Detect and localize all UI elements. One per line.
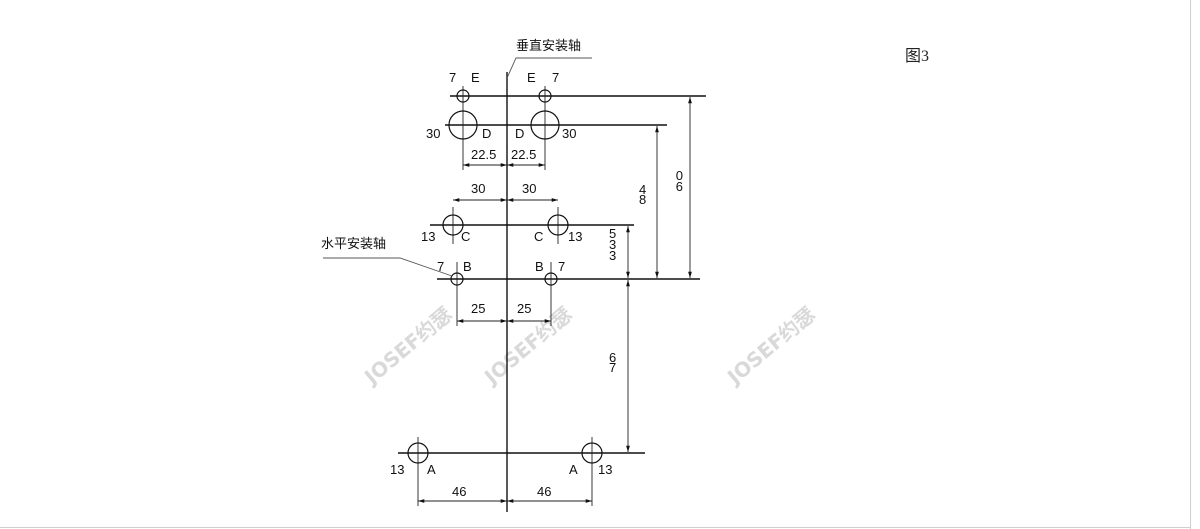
dim-C-to-B-digit-3: 3 bbox=[609, 248, 616, 263]
hole-C-right bbox=[547, 214, 569, 236]
hole-A-right bbox=[581, 442, 603, 464]
dim-A-left: 46 bbox=[452, 484, 466, 499]
dim-E-to-B-digit-2: 0 bbox=[676, 168, 683, 183]
vertical-axis-leader bbox=[506, 57, 592, 79]
hole-B-right-letter: B bbox=[535, 259, 544, 274]
vertical-dimension-lines bbox=[626, 97, 692, 452]
dim-D-right: 22.5 bbox=[511, 147, 536, 162]
watermark-1: JOSEF约瑟 bbox=[358, 302, 456, 390]
dim-C-to-B-digit-2: 3 bbox=[609, 237, 616, 252]
hole-B-left-letter: B bbox=[463, 259, 472, 274]
dim-B-right: 25 bbox=[517, 301, 531, 316]
hole-A-left-letter: A bbox=[427, 462, 436, 477]
hole-B-left bbox=[450, 272, 464, 286]
hole-B-right bbox=[544, 272, 558, 286]
hole-A-left bbox=[407, 442, 429, 464]
hole-D-left-size: 30 bbox=[426, 126, 440, 141]
hole-D-left bbox=[448, 110, 478, 140]
hole-B-left-size: 7 bbox=[437, 259, 444, 274]
watermarks: JOSEF约瑟 JOSEF约瑟 JOSEF约瑟 bbox=[358, 302, 819, 390]
figure-label: 图3 bbox=[905, 48, 930, 65]
hole-E-right-size: 7 bbox=[552, 70, 559, 85]
watermark-3: JOSEF约瑟 bbox=[721, 302, 819, 390]
frame-border-bottom bbox=[0, 527, 1191, 528]
hole-B-right-size: 7 bbox=[558, 259, 565, 274]
frame-border-right bbox=[1190, 0, 1191, 529]
dim-B-to-A-digit-1: 6 bbox=[609, 350, 616, 365]
hole-C-right-size: 13 bbox=[568, 229, 582, 244]
hole-D-right-letter: D bbox=[515, 126, 524, 141]
dim-E-to-B-digit-1: 9 bbox=[676, 179, 683, 194]
hole-E-left-letter: E bbox=[471, 70, 480, 85]
holes bbox=[407, 89, 603, 464]
hole-D-left-letter: D bbox=[482, 126, 491, 141]
hole-A-right-size: 13 bbox=[598, 462, 612, 477]
hole-E-left-size: 7 bbox=[449, 70, 456, 85]
hole-A-left-size: 13 bbox=[390, 462, 404, 477]
hole-C-left bbox=[442, 214, 464, 236]
horizontal-dimension-lines bbox=[418, 163, 592, 503]
hole-C-left-letter: C bbox=[461, 229, 470, 244]
hole-D-right-size: 30 bbox=[562, 126, 576, 141]
dim-A-right: 46 bbox=[537, 484, 551, 499]
hole-E-left bbox=[456, 89, 470, 103]
dim-D-to-B-digit-2: 8 bbox=[639, 192, 646, 207]
hole-E-right bbox=[538, 89, 552, 103]
hole-C-right-letter: C bbox=[534, 229, 543, 244]
dim-D-to-B-digit-1: 4 bbox=[639, 182, 646, 197]
dim-C-right: 30 bbox=[522, 181, 536, 196]
hole-A-right-letter: A bbox=[569, 462, 578, 477]
dim-C-to-B-digit-1: 5 bbox=[609, 226, 616, 241]
dim-C-left: 30 bbox=[471, 181, 485, 196]
hole-reference-lines bbox=[417, 86, 593, 506]
hole-C-left-size: 13 bbox=[421, 229, 435, 244]
vertical-axis-label: 垂直安装轴 bbox=[516, 39, 581, 54]
dim-B-to-A-digit-2: 7 bbox=[609, 360, 616, 375]
dim-B-left: 25 bbox=[471, 301, 485, 316]
horizontal-axis-leader bbox=[323, 257, 453, 277]
horizontal-axis-label: 水平安装轴 bbox=[321, 237, 386, 252]
hole-E-right-letter: E bbox=[527, 70, 536, 85]
dim-D-left: 22.5 bbox=[471, 147, 496, 162]
hole-D-right bbox=[530, 110, 560, 140]
